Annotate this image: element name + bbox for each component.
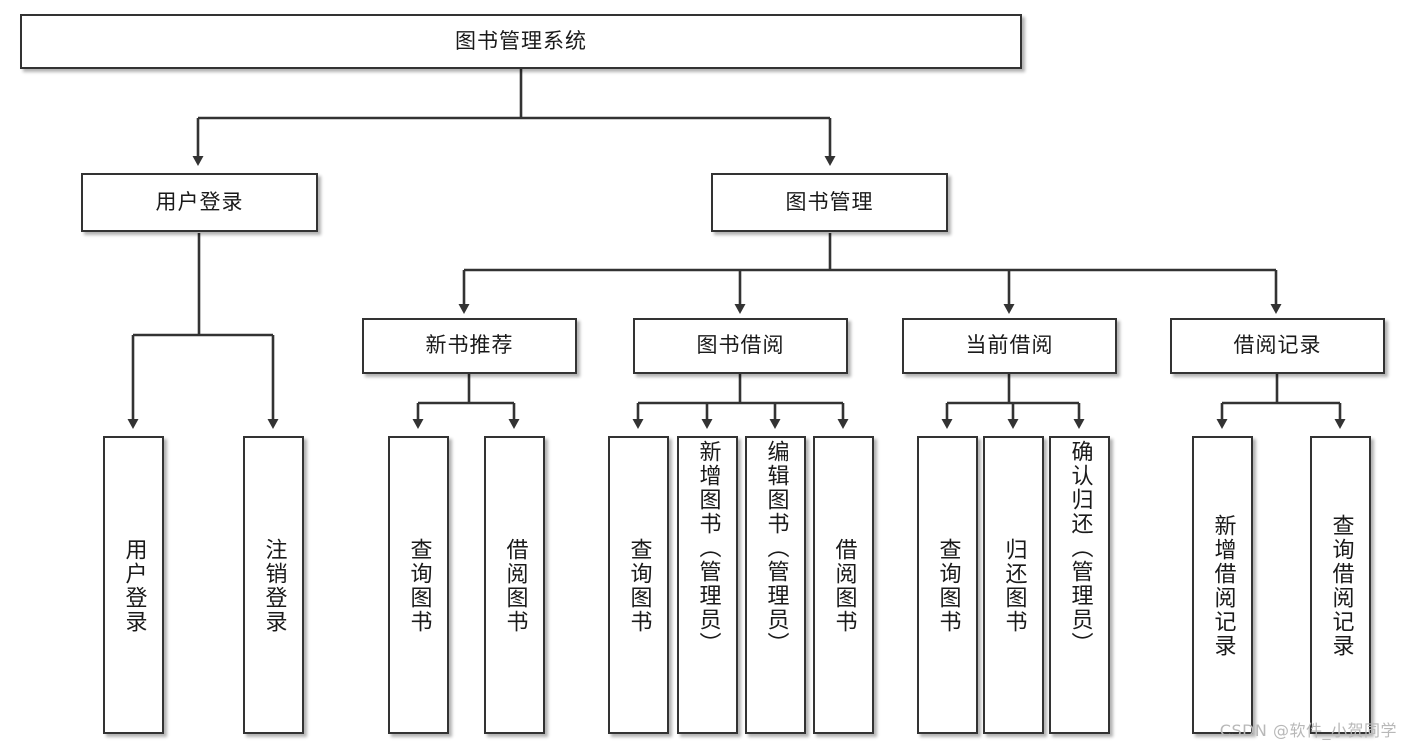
leaf-query-book-2-label: 查询图书	[626, 538, 652, 634]
node-new-book-recommend-label: 新书推荐	[425, 333, 514, 358]
leaf-query-book-1[interactable]: 查询图书	[388, 436, 449, 734]
leaf-query-book-3[interactable]: 查询图书	[917, 436, 978, 734]
node-book-borrow-label: 图书借阅	[696, 333, 785, 358]
leaf-add-record-label: 新增借阅记录	[1210, 514, 1236, 658]
leaf-add-record[interactable]: 新增借阅记录	[1192, 436, 1253, 734]
node-root-label: 图书管理系统	[455, 28, 587, 53]
leaf-confirm-return[interactable]: 确认归还（管理员）	[1049, 436, 1110, 734]
leaf-query-book-1-label: 查询图书	[406, 538, 432, 634]
leaf-borrow-book-2-label: 借阅图书	[831, 538, 857, 634]
leaf-add-book-label: 新增图书（管理员）	[695, 440, 721, 656]
leaf-user-logout-label: 注销登录	[261, 538, 287, 634]
leaf-borrow-book-2[interactable]: 借阅图书	[813, 436, 874, 734]
leaf-query-record[interactable]: 查询借阅记录	[1310, 436, 1371, 734]
node-borrow-record[interactable]: 借阅记录	[1170, 318, 1385, 374]
leaf-borrow-book-1-label: 借阅图书	[502, 538, 528, 634]
node-current-borrow-label: 当前借阅	[965, 333, 1054, 358]
node-book-manage-label: 图书管理	[785, 189, 874, 214]
leaf-edit-book[interactable]: 编辑图书（管理员）	[745, 436, 806, 734]
leaf-edit-book-label: 编辑图书（管理员）	[763, 440, 789, 656]
node-new-book-recommend[interactable]: 新书推荐	[362, 318, 577, 374]
node-book-borrow[interactable]: 图书借阅	[633, 318, 848, 374]
csdn-watermark: CSDN @软件_小贺同学	[1219, 721, 1397, 740]
node-user-login[interactable]: 用户登录	[81, 173, 318, 232]
leaf-user-logout[interactable]: 注销登录	[243, 436, 304, 734]
leaf-user-login[interactable]: 用户登录	[103, 436, 164, 734]
leaf-borrow-book-1[interactable]: 借阅图书	[484, 436, 545, 734]
leaf-query-book-2[interactable]: 查询图书	[608, 436, 669, 734]
leaf-return-book-label: 归还图书	[1001, 538, 1027, 634]
node-root[interactable]: 图书管理系统	[20, 14, 1022, 69]
leaf-user-login-label: 用户登录	[121, 538, 147, 634]
node-book-manage[interactable]: 图书管理	[711, 173, 948, 232]
leaf-add-book[interactable]: 新增图书（管理员）	[677, 436, 738, 734]
node-current-borrow[interactable]: 当前借阅	[902, 318, 1117, 374]
leaf-confirm-return-label: 确认归还（管理员）	[1067, 440, 1093, 656]
node-user-login-label: 用户登录	[155, 189, 244, 214]
leaf-query-book-3-label: 查询图书	[935, 538, 961, 634]
node-borrow-record-label: 借阅记录	[1233, 333, 1322, 358]
leaf-return-book[interactable]: 归还图书	[983, 436, 1044, 734]
leaf-query-record-label: 查询借阅记录	[1328, 514, 1354, 658]
